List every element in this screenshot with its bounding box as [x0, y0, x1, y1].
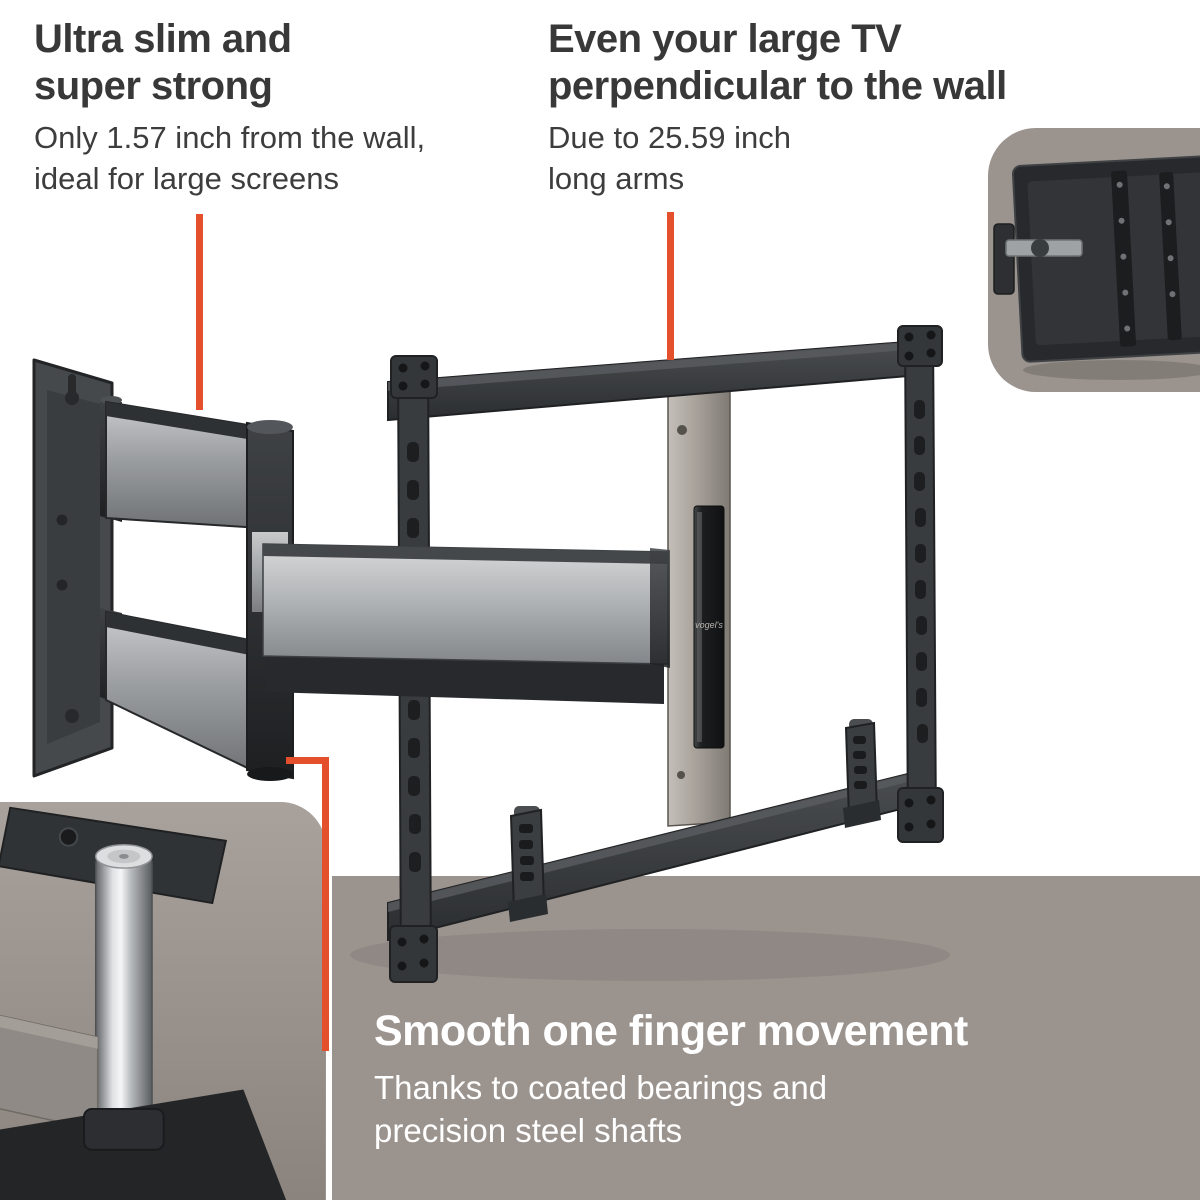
inset-hinge-closeup-photo	[0, 796, 332, 1200]
callout-line-smooth-vertical	[322, 757, 329, 1051]
arms-body: Due to 25.59 inch long arms	[548, 120, 792, 196]
hinge-bottom-base	[0, 1089, 287, 1200]
product-shadow	[350, 929, 950, 981]
slim-title: Ultra slim and super strong	[34, 17, 292, 109]
adapter-clip-left	[508, 806, 548, 922]
callout-arms: Even your large TV perpendicular to the …	[548, 16, 1007, 199]
arms-title: Even your large TV perpendicular to the …	[548, 17, 1007, 109]
vogels-logo: vogel's	[695, 620, 723, 630]
callout-line-slim	[196, 214, 203, 410]
right-mounting-strip	[897, 325, 944, 843]
callout-slim: Ultra slim and super strong Only 1.57 in…	[34, 16, 425, 199]
callout-line-arms	[667, 212, 674, 360]
tv-frame-top-rail	[387, 338, 933, 422]
lower-arm	[100, 608, 261, 776]
wall-plate	[32, 358, 114, 778]
inset-tv-back-photo	[988, 128, 1200, 392]
center-strut: vogel's	[667, 381, 731, 827]
tv-back-panel	[1011, 154, 1200, 363]
hinge-left-arm	[0, 1014, 99, 1132]
adapter-clip-right	[843, 719, 881, 828]
callout-smooth: Smooth one finger movement Thanks to coa…	[374, 1006, 968, 1153]
extension-arm	[262, 543, 670, 704]
inset-tv-shadow	[1023, 360, 1200, 380]
inset-mount-arm	[993, 223, 1083, 295]
steel-shaft	[94, 844, 153, 1145]
upper-arm	[100, 396, 261, 530]
smooth-body: Thanks to coated bearings and precision …	[374, 1068, 828, 1149]
slim-body: Only 1.57 inch from the wall, ideal for …	[34, 120, 426, 196]
callout-line-smooth-horizontal	[286, 757, 329, 764]
smooth-title: Smooth one finger movement	[374, 1007, 968, 1055]
